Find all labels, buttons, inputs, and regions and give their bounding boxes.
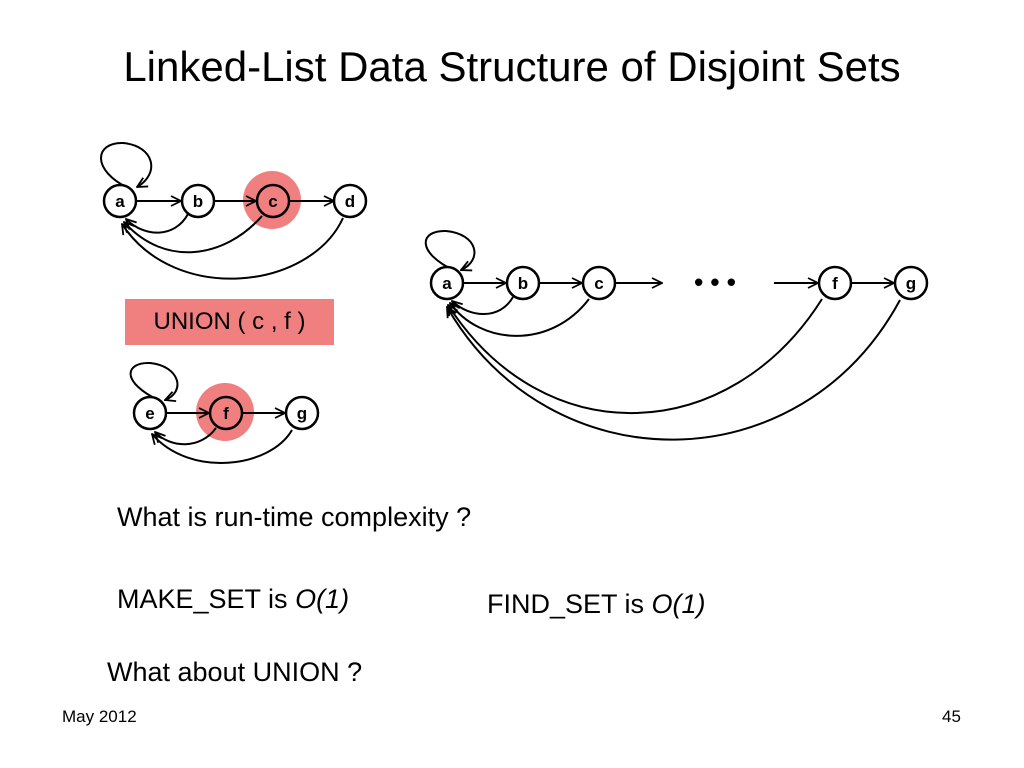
make-set-complexity: MAKE_SET is O(1) (117, 584, 349, 615)
node-g: g (284, 395, 320, 431)
node-c: c (255, 183, 291, 219)
rep-merged-c-a (450, 298, 590, 337)
find-set-value: O(1) (651, 589, 706, 619)
make-set-value: O(1) (295, 584, 350, 614)
set-2: e f g (129, 361, 320, 464)
page-number: 45 (942, 707, 961, 726)
rep-g-e (152, 429, 293, 464)
merged-node-g-label: g (906, 274, 916, 293)
node-d-label: d (345, 192, 355, 211)
rep-d-a (122, 217, 344, 280)
node-b: b (180, 183, 216, 219)
node-g-label: g (297, 404, 307, 423)
rep-merged-g-a (447, 299, 901, 441)
rep-merged-f-a (448, 298, 823, 414)
node-c-label: c (268, 192, 277, 211)
node-d: d (332, 183, 368, 219)
find-set-complexity: FIND_SET is O(1) (487, 589, 706, 620)
find-set-label: FIND_SET is (487, 589, 652, 619)
make-set-label: MAKE_SET is (117, 584, 296, 614)
node-e: e (132, 395, 168, 431)
self-loop-merged-a (424, 229, 476, 272)
merged-node-c-label: c (594, 274, 603, 293)
rep-b-a (126, 213, 189, 234)
node-a-label: a (115, 192, 125, 211)
node-b-label: b (193, 192, 203, 211)
merged-node-a: a (429, 265, 465, 301)
node-f: f (208, 395, 244, 431)
node-e-label: e (145, 404, 154, 423)
merged-node-a-label: a (442, 274, 452, 293)
union-operation-label: UNION ( c , f ) (125, 299, 334, 345)
node-a: a (102, 183, 138, 219)
merged-node-b-label: b (518, 274, 528, 293)
merged-node-f: f (817, 265, 853, 301)
rep-c-a (124, 215, 263, 254)
merged-node-g: g (893, 265, 929, 301)
self-loop-e (129, 361, 179, 401)
merged-set: • • • a b c f g (424, 229, 929, 441)
merged-node-f-label: f (832, 274, 838, 293)
node-f-label: f (223, 404, 229, 423)
footer-date: May 2012 (62, 707, 137, 726)
slide-title: Linked-List Data Structure of Disjoint S… (123, 43, 901, 90)
rep-merged-b-a (452, 296, 514, 315)
merged-node-c: c (581, 265, 617, 301)
set-1: a b c d (100, 141, 368, 280)
question-runtime: What is run-time complexity ? (117, 502, 472, 532)
question-union: What about UNION ? (107, 657, 363, 687)
self-loop-a (100, 141, 153, 190)
ellipsis: • • • (694, 267, 736, 297)
merged-node-b: b (505, 265, 541, 301)
